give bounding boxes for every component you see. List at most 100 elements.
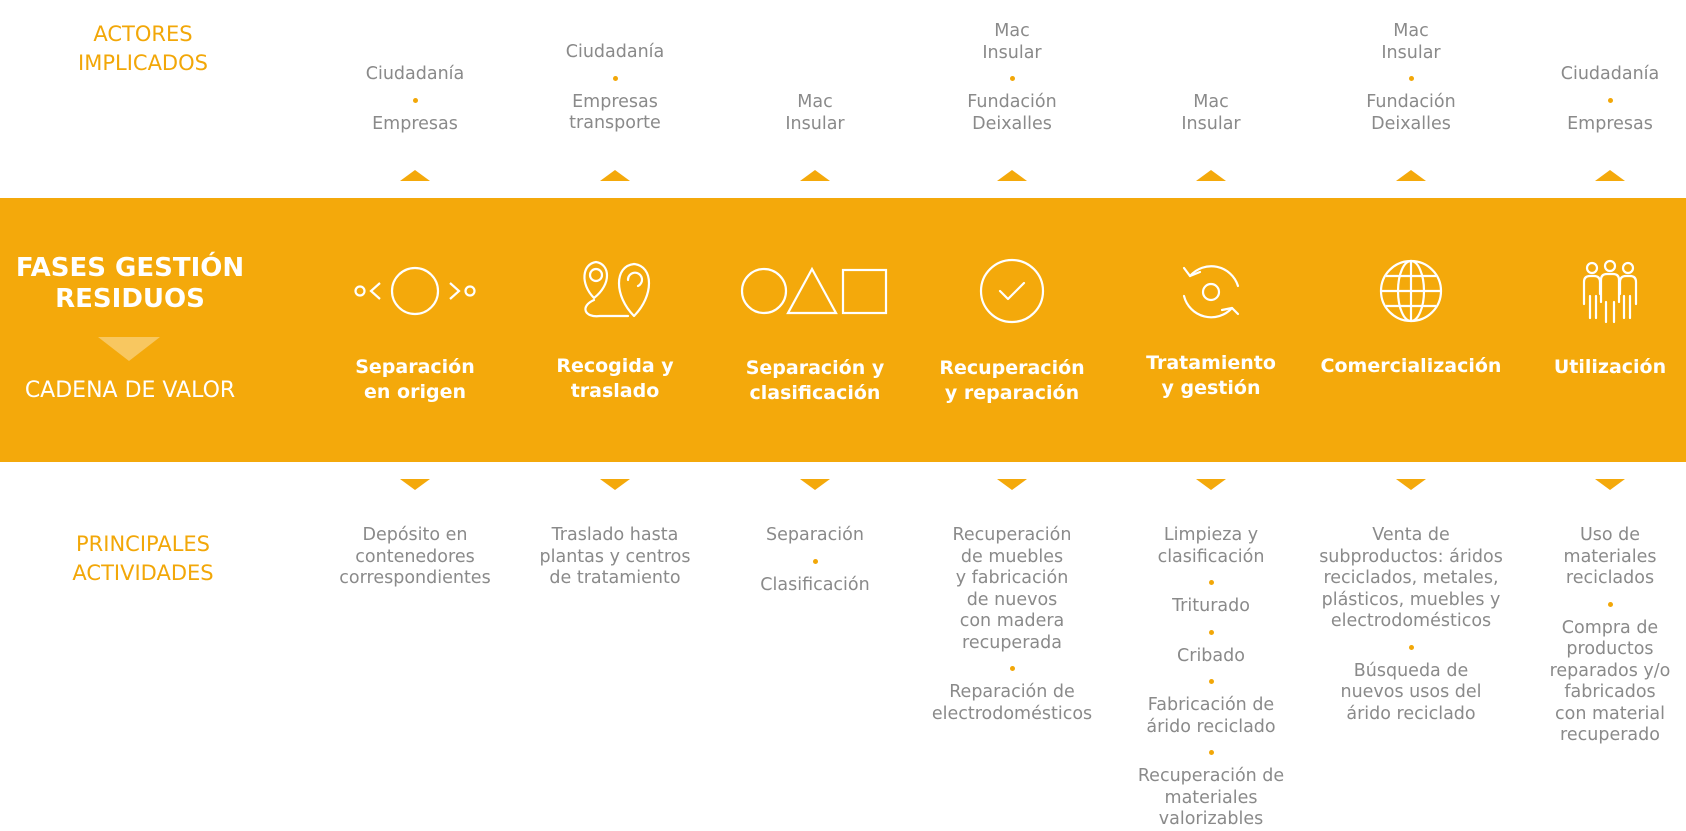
activity-line: de muebles: [960, 546, 1064, 567]
activity-line: clasificación: [1157, 546, 1265, 567]
check-circle-icon: [977, 256, 1047, 330]
actor-line: Insular: [982, 42, 1042, 63]
phase-title-line: traslado: [570, 380, 660, 402]
activity-line: Depósito en: [362, 525, 468, 545]
activity-line: árido reciclado: [1146, 716, 1276, 737]
phase-title-line: Recuperación: [939, 357, 1085, 379]
activity-line: nuevos usos del: [1340, 682, 1482, 702]
activity-line: Recuperación: [952, 525, 1072, 545]
actor-line: Mac: [1393, 21, 1429, 41]
bullet-dot: [1009, 666, 1015, 671]
actor-line: Mac: [797, 92, 833, 112]
activity-line: reciclados: [1565, 568, 1655, 588]
phase-title-line: Utilización: [1553, 356, 1667, 378]
activity-line: Venta de: [1372, 525, 1450, 545]
phase-title-line: Separación: [355, 356, 475, 378]
band-down-triangle: [98, 337, 160, 361]
activity-line: subproductos: áridos: [1319, 546, 1503, 567]
actor-line: Insular: [1181, 113, 1241, 134]
up-arrow-triangle: [800, 170, 830, 181]
people-group-icon: [1575, 256, 1645, 330]
actor-line: Insular: [785, 113, 845, 134]
phase-title-line: Separación y: [745, 357, 885, 379]
bullet-dot: [1408, 644, 1414, 650]
activity-line: Traslado hasta: [551, 525, 679, 545]
bullet-dot: [1208, 750, 1214, 755]
actor-line: Fundación: [1366, 92, 1456, 112]
activity-line: Triturado: [1172, 596, 1250, 616]
shapes-icon: [740, 266, 890, 320]
phase-title-line: y reparación: [944, 382, 1080, 404]
band-subtitle: CADENA DE VALOR: [24, 378, 236, 403]
activity-line: recuperado: [1560, 725, 1660, 745]
value-chain-band: [0, 198, 1686, 462]
phase-title-line: Recogida y: [556, 355, 674, 377]
down-arrow-triangle: [1396, 479, 1426, 490]
activity-line: materiales valorizables: [1158, 787, 1264, 830]
bullet-dot: [612, 75, 618, 81]
phase-title-line: Tratamiento: [1146, 352, 1276, 374]
route-pins-icon: [570, 256, 660, 330]
up-arrow-triangle: [997, 170, 1027, 181]
activities-label-line: PRINCIPALES: [76, 532, 210, 556]
actor-line: Deixalles: [1371, 113, 1451, 134]
activity-line: reciclados, metales,: [1323, 568, 1499, 588]
activity-line: Clasificación: [760, 574, 870, 595]
bullet-dot: [1009, 76, 1015, 81]
actor-line: Empresas: [1567, 113, 1653, 134]
activity-line: Separación: [766, 525, 864, 545]
actor-line: Ciudadanía: [365, 64, 465, 84]
bullet-dot: [412, 97, 418, 103]
activity-line: Cribado: [1177, 645, 1245, 666]
band-title-line: RESIDUOS: [55, 284, 205, 314]
activity-line: plásticos, muebles y: [1321, 589, 1501, 610]
up-arrow-triangle: [1595, 170, 1625, 181]
up-arrow-triangle: [600, 170, 630, 181]
activity-line: Uso de: [1579, 525, 1641, 545]
activity-line: electrodomésticos: [1330, 611, 1492, 631]
bullet-dot: [1408, 76, 1414, 81]
phase-title-line: en origen: [364, 381, 466, 403]
activities-label-line: ACTIVIDADES: [72, 561, 214, 585]
actor-line: Insular: [1381, 42, 1441, 63]
activity-line: reparados y/o: [1549, 660, 1671, 681]
up-arrow-triangle: [400, 170, 430, 181]
bullet-dot: [812, 558, 818, 564]
activities-label: PRINCIPALES ACTIVIDADES: [18, 530, 268, 588]
bullet-dot: [1607, 97, 1613, 103]
activity-line: Búsqueda de: [1353, 660, 1469, 681]
phase-title: Recogida y traslado: [515, 354, 715, 404]
down-arrow-triangle: [800, 479, 830, 490]
band-title: FASES GESTIÓN RESIDUOS: [0, 253, 260, 315]
activity-line: de tratamiento: [549, 568, 681, 588]
phase-title-line: Comercialización: [1320, 355, 1502, 377]
actor-line: Ciudadanía: [1560, 64, 1660, 84]
down-arrow-triangle: [1196, 479, 1226, 490]
activity-line: productos: [1566, 639, 1654, 659]
band-title-line: FASES GESTIÓN: [15, 253, 245, 283]
actors-label-line: ACTORES: [93, 22, 193, 46]
activity-line: fabricados: [1564, 682, 1656, 702]
bullet-dot: [1607, 601, 1613, 607]
recycle-cycle-icon: [1176, 256, 1246, 330]
pipeline-circle-icon: [350, 261, 480, 325]
activity-line: Reparación de: [949, 682, 1075, 702]
actor-line: Mac: [1193, 92, 1229, 112]
